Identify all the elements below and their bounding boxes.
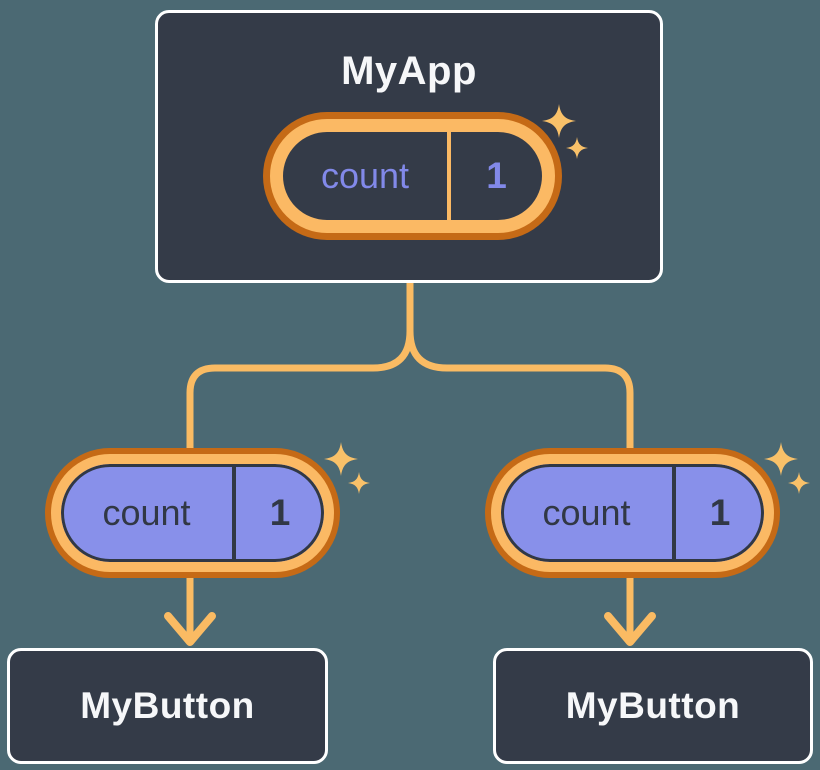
prop-pill-left: count 1 <box>51 454 334 572</box>
prop-pill-right: count 1 <box>491 454 774 572</box>
arrowhead-left <box>164 612 216 646</box>
component-card-mybutton-right: MyButton <box>493 648 813 764</box>
pill-divider <box>672 464 676 562</box>
state-label: count <box>320 155 410 196</box>
prop-label: count <box>542 492 631 533</box>
prop-value: 1 <box>269 492 291 533</box>
connector-right <box>406 279 634 644</box>
pill-divider <box>232 464 236 562</box>
component-card-mybutton-left: MyButton <box>7 648 328 764</box>
prop-label: count <box>102 492 191 533</box>
component-title: MyButton <box>80 685 255 726</box>
arrowhead-right <box>604 612 656 646</box>
component-title: MyApp <box>341 49 477 93</box>
state-pill-myapp: count 1 <box>270 119 555 233</box>
state-value: 1 <box>486 155 507 196</box>
pill-divider <box>447 132 451 220</box>
prop-value: 1 <box>709 492 731 533</box>
component-title: MyButton <box>565 685 741 726</box>
